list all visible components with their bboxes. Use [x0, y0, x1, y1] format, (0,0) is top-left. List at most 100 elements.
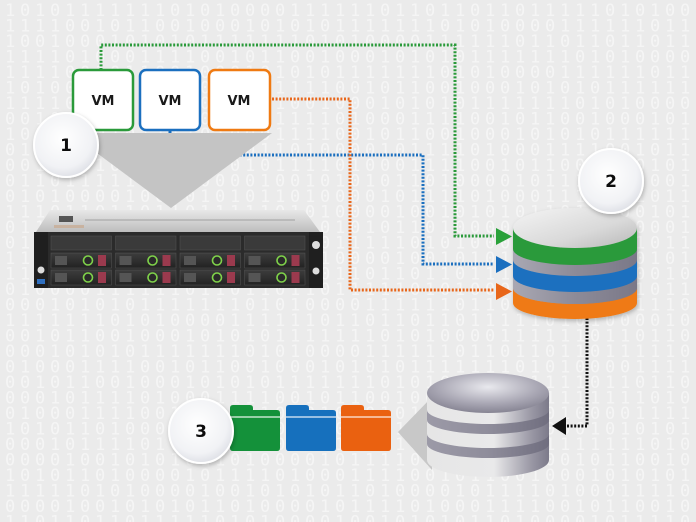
binary-digit: 0	[275, 389, 285, 409]
binary-digit: 1	[215, 1, 225, 21]
binary-digit: 1	[275, 187, 285, 207]
binary-digit: 1	[275, 32, 285, 52]
binary-digit: 1	[650, 79, 660, 99]
binary-digit: 0	[350, 218, 360, 238]
binary-digit: 1	[365, 79, 375, 99]
binary-digit: 0	[575, 48, 585, 68]
binary-digit: 1	[200, 187, 210, 207]
binary-digit: 1	[380, 234, 390, 254]
folder-blue-icon[interactable]	[286, 405, 336, 451]
binary-digit: 1	[65, 497, 75, 517]
binary-digit: 1	[425, 234, 435, 254]
binary-digit: 0	[50, 404, 60, 424]
binary-digit: 0	[425, 203, 435, 223]
binary-digit: 0	[350, 513, 360, 522]
binary-digit: 0	[65, 48, 75, 68]
binary-digit: 1	[290, 311, 300, 331]
binary-digit: 0	[635, 327, 645, 347]
binary-digit: 1	[455, 156, 465, 176]
binary-digit: 0	[470, 187, 480, 207]
binary-digit: 0	[380, 125, 390, 145]
binary-digit: 1	[545, 110, 555, 130]
vm-label-blue: VM	[159, 94, 182, 109]
binary-digit: 1	[620, 451, 630, 471]
binary-digit: 0	[635, 311, 645, 331]
binary-digit: 1	[680, 32, 690, 52]
binary-digit: 1	[140, 1, 150, 21]
binary-digit: 1	[305, 327, 315, 347]
binary-digit: 0	[290, 187, 300, 207]
binary-digit: 1	[170, 296, 180, 316]
binary-digit: 1	[680, 79, 690, 99]
binary-digit: 1	[395, 420, 405, 440]
binary-digit: 0	[275, 358, 285, 378]
binary-digit: 1	[275, 311, 285, 331]
binary-digit: 1	[35, 327, 45, 347]
binary-digit: 1	[155, 513, 165, 522]
binary-digit: 0	[260, 373, 270, 393]
binary-digit: 0	[425, 125, 435, 145]
binary-digit: 1	[500, 48, 510, 68]
binary-digit: 1	[350, 373, 360, 393]
binary-digit: 1	[80, 327, 90, 347]
binary-digit: 1	[245, 156, 255, 176]
binary-digit: 1	[290, 1, 300, 21]
binary-digit: 1	[230, 466, 240, 486]
binary-digit: 0	[5, 327, 15, 347]
binary-digit: 0	[500, 17, 510, 37]
binary-digit: 1	[125, 373, 135, 393]
binary-digit: 1	[215, 451, 225, 471]
vm-box-green[interactable]: VM	[71, 68, 135, 132]
binary-digit: 1	[80, 48, 90, 68]
binary-digit: 1	[395, 265, 405, 285]
binary-digit: 0	[395, 156, 405, 176]
binary-digit: 1	[50, 94, 60, 114]
binary-digit: 1	[5, 203, 15, 223]
left-handle-icon	[37, 266, 45, 274]
binary-digit: 1	[350, 234, 360, 254]
binary-digit: 1	[545, 156, 555, 176]
vm-box-orange[interactable]: VM	[207, 68, 272, 132]
binary-digit: 1	[50, 48, 60, 68]
binary-digit: 0	[230, 280, 240, 300]
binary-digit: 0	[50, 420, 60, 440]
binary-digit: 0	[50, 451, 60, 471]
binary-digit: 0	[440, 482, 450, 502]
backup-storage	[427, 373, 549, 477]
binary-digit: 1	[665, 187, 675, 207]
binary-digit: 0	[65, 187, 75, 207]
folder-green-icon[interactable]	[230, 405, 280, 451]
binary-digit: 1	[320, 110, 330, 130]
binary-digit: 1	[200, 482, 210, 502]
binary-digit: 1	[680, 466, 690, 486]
binary-digit: 0	[635, 466, 645, 486]
binary-digit: 1	[155, 1, 165, 21]
binary-digit: 0	[5, 296, 15, 316]
binary-digit: 0	[560, 110, 570, 130]
server-top-cover	[36, 210, 320, 232]
binary-digit: 1	[365, 296, 375, 316]
binary-digit: 1	[500, 265, 510, 285]
binary-digit: 0	[110, 187, 120, 207]
binary-digit: 1	[425, 311, 435, 331]
binary-digit: 1	[65, 466, 75, 486]
binary-digit: 0	[425, 513, 435, 522]
binary-digit: 1	[185, 296, 195, 316]
binary-digit: 0	[395, 404, 405, 424]
binary-digit: 1	[50, 187, 60, 207]
server-vent	[179, 235, 241, 251]
folder-orange-icon[interactable]	[341, 405, 391, 451]
vm-box-blue[interactable]: VM	[138, 68, 202, 132]
binary-digit: 0	[35, 451, 45, 471]
binary-digit: 0	[575, 466, 585, 486]
binary-digit: 0	[35, 342, 45, 362]
binary-digit: 0	[410, 389, 420, 409]
binary-digit: 0	[5, 218, 15, 238]
binary-digit: 1	[410, 218, 420, 238]
binary-digit: 1	[260, 48, 270, 68]
binary-digit: 0	[590, 342, 600, 362]
binary-digit: 0	[5, 435, 15, 455]
binary-digit: 0	[305, 513, 315, 522]
binary-digit: 0	[260, 156, 270, 176]
binary-digit: 1	[350, 265, 360, 285]
